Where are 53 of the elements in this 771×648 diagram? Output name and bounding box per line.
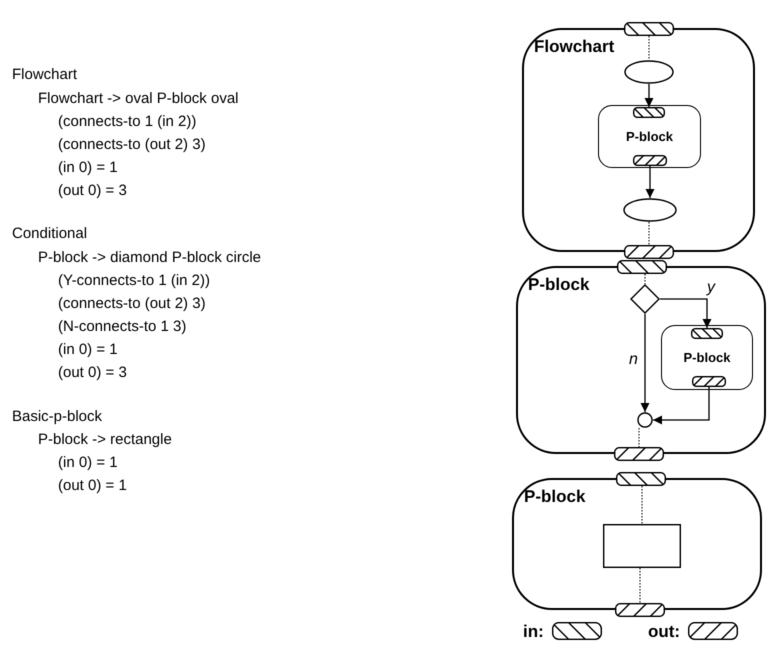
panel-heading: P-block <box>528 274 590 296</box>
rule-constraint: (connects-to 1 (in 2)) <box>58 113 196 132</box>
rule-constraint: (out 0) = 1 <box>58 477 127 496</box>
in-port <box>624 22 674 36</box>
out-port <box>615 603 665 617</box>
rectangle-shape <box>603 524 681 568</box>
rule-constraint: (in 0) = 1 <box>58 159 118 178</box>
rule-name: Flowchart <box>12 66 78 85</box>
p-block-box <box>598 105 701 168</box>
arrow <box>645 166 655 198</box>
production-rule: P-block -> rectangle <box>38 431 172 450</box>
panel-heading: Flowchart <box>534 36 614 58</box>
grammar-panel <box>516 266 766 454</box>
arrow <box>640 314 650 412</box>
rule-constraint: (out 0) = 3 <box>58 182 127 201</box>
arrow <box>653 387 710 425</box>
out-port <box>633 155 667 166</box>
rule-constraint: (out 0) = 3 <box>58 364 127 383</box>
rule-constraint: (in 0) = 1 <box>58 454 118 473</box>
dotted-connector <box>648 222 650 246</box>
in-port <box>691 328 723 339</box>
rule-constraint: (in 0) = 1 <box>58 341 118 360</box>
out-port <box>614 447 664 461</box>
oval-shape <box>624 60 674 84</box>
grammar-panel <box>512 478 762 610</box>
legend-label: out: <box>648 622 680 640</box>
production-rule: Flowchart -> oval P-block oval <box>38 90 238 109</box>
dotted-connector <box>648 36 650 60</box>
in-port <box>633 107 665 118</box>
p-block-box <box>661 325 753 390</box>
legend-label: in: <box>523 622 544 640</box>
arrow <box>660 298 712 328</box>
dotted-connector <box>644 274 646 284</box>
rule-constraint: (connects-to (out 2) 3) <box>58 136 206 155</box>
rule-constraint: (N-connects-to 1 3) <box>58 318 186 337</box>
decision-diamond <box>630 284 660 314</box>
rule-name: Conditional <box>12 225 88 244</box>
rule-constraint: (connects-to (out 2) 3) <box>58 295 206 314</box>
block-label: P-block <box>684 348 730 367</box>
block-label: P-block <box>626 128 673 146</box>
out-port <box>624 245 674 259</box>
in-port <box>616 472 666 486</box>
production-rule: P-block -> diamond P-block circle <box>38 249 262 268</box>
circle-shape <box>637 412 653 428</box>
grammar-panel <box>522 28 755 252</box>
rule-constraint: (Y-connects-to 1 (in 2)) <box>58 272 210 291</box>
panel-heading: P-block <box>524 486 586 508</box>
out-port <box>692 376 726 387</box>
arrow <box>644 84 654 107</box>
rule-name: Basic-p-block <box>12 408 102 427</box>
oval-shape <box>623 198 677 222</box>
dotted-connector <box>638 428 640 448</box>
in-port <box>617 260 667 274</box>
